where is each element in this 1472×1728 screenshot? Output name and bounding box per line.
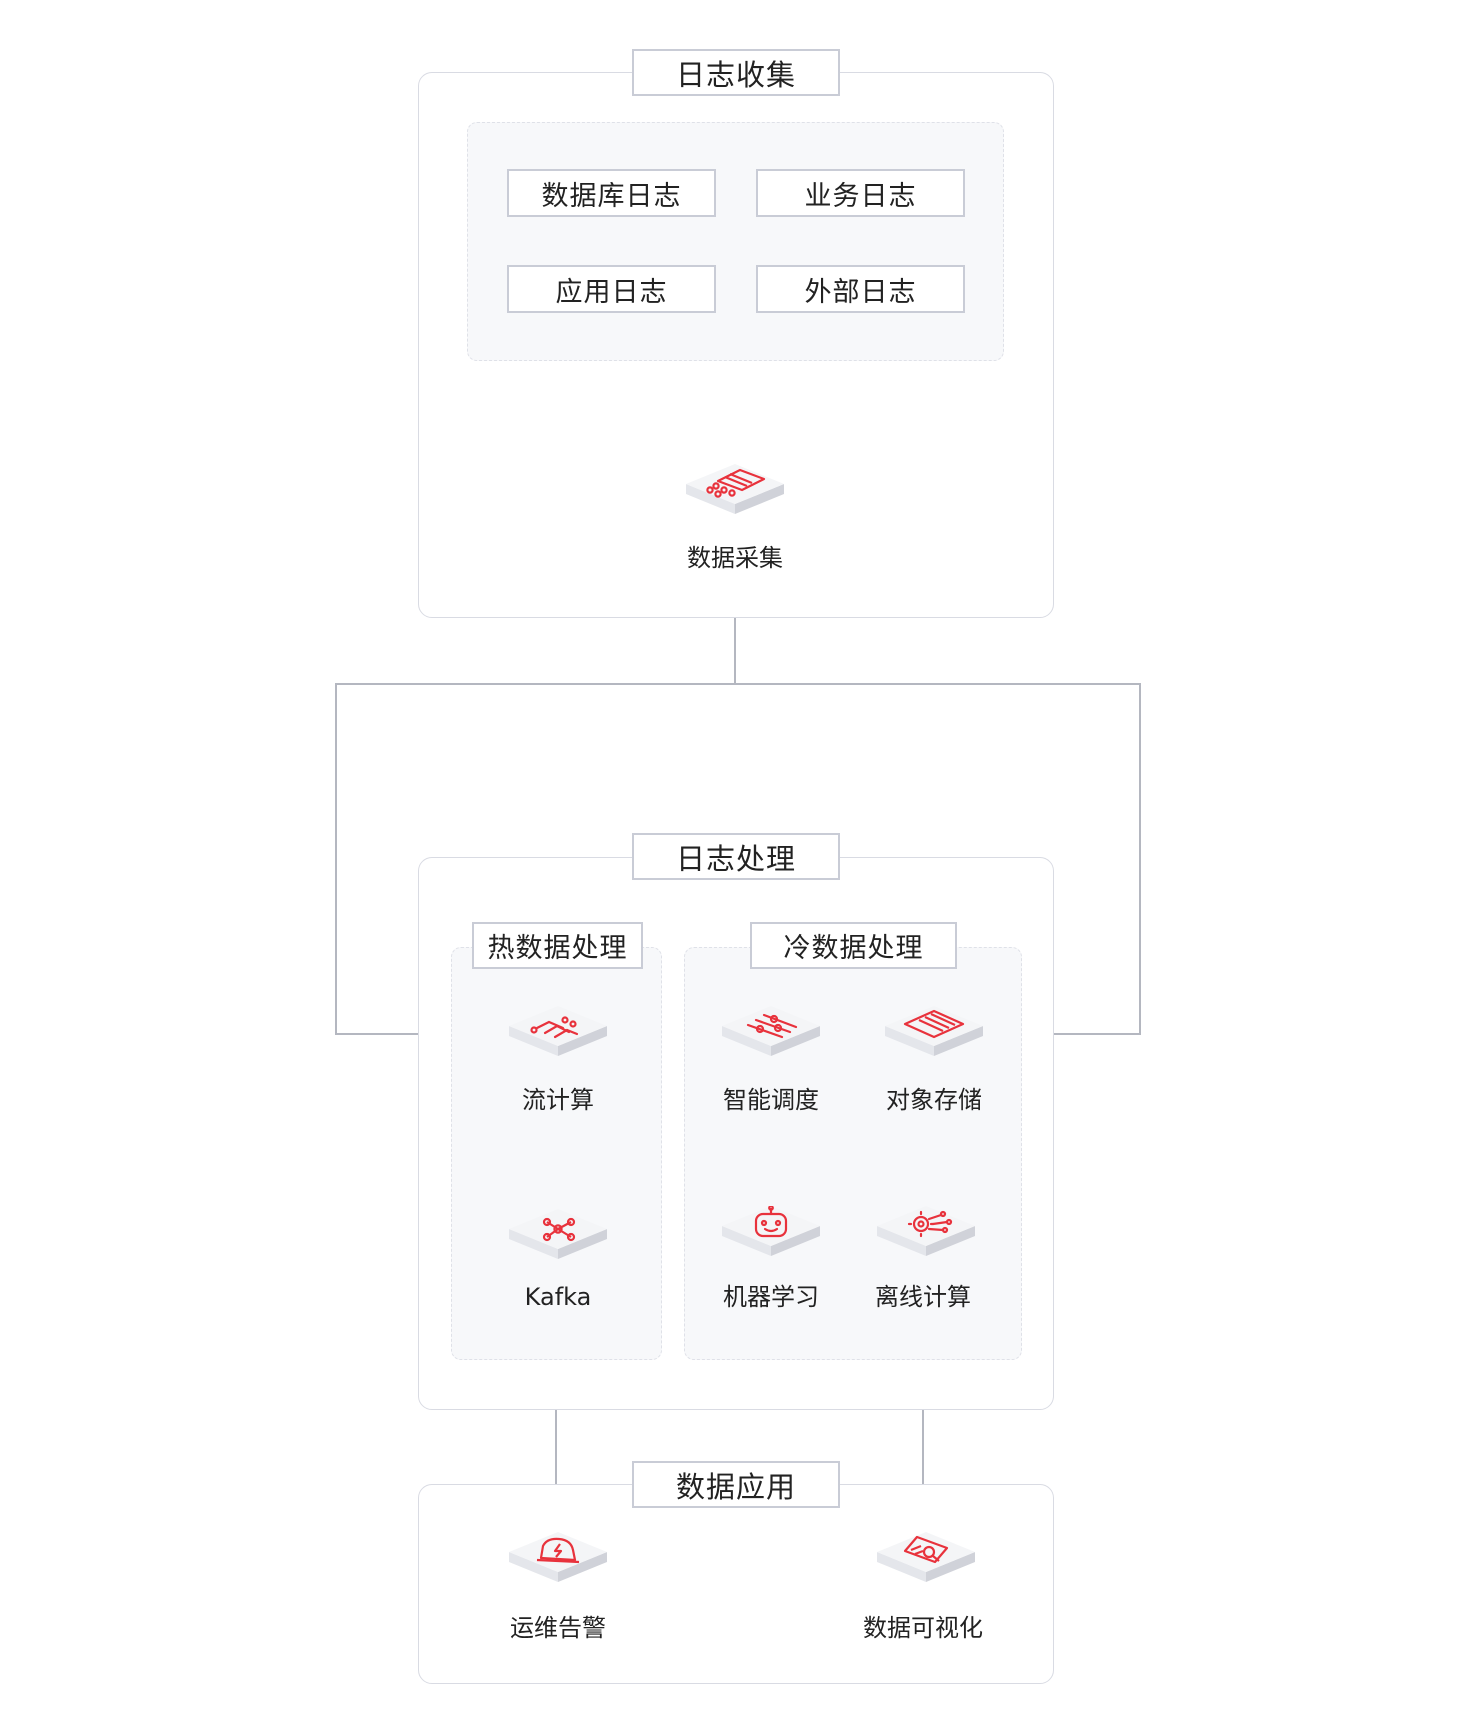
hot-data-title: 热数据处理: [472, 922, 643, 969]
node-label-ml: 机器学习: [723, 1283, 819, 1311]
node-label-kafka: Kafka: [524, 1283, 592, 1311]
data-dashboard-icon[interactable]: [871, 1532, 981, 1598]
source-database-log[interactable]: 数据库日志: [507, 169, 716, 217]
cold-data-group: [684, 947, 1022, 1360]
node-label-stream: 流计算: [522, 1086, 594, 1114]
source-business-log[interactable]: 业务日志: [756, 169, 965, 217]
object-storage-icon[interactable]: [879, 1006, 989, 1072]
collect-title: 日志收集: [632, 49, 840, 96]
slider-controls-icon[interactable]: [716, 1006, 826, 1072]
arrow-to-storage: [735, 683, 1141, 1039]
cold-data-title: 冷数据处理: [750, 922, 957, 969]
node-label-viz: 数据可视化: [863, 1614, 983, 1642]
alarm-bell-icon[interactable]: [503, 1532, 613, 1598]
arrow-to-stream: [335, 683, 735, 1039]
node-label-offline: 离线计算: [875, 1283, 971, 1311]
server-rack-icon[interactable]: [680, 464, 790, 530]
gear-circuit-icon[interactable]: [871, 1206, 981, 1272]
source-external-log[interactable]: 外部日志: [756, 265, 965, 313]
source-application-log[interactable]: 应用日志: [507, 265, 716, 313]
robot-icon[interactable]: [716, 1206, 826, 1272]
kafka-cluster-icon[interactable]: [503, 1209, 613, 1275]
node-label-schedule: 智能调度: [723, 1086, 819, 1114]
process-title: 日志处理: [632, 833, 840, 880]
node-label-collect: 数据采集: [687, 544, 783, 572]
stream-compute-icon[interactable]: [503, 1006, 613, 1072]
node-label-alert: 运维告警: [510, 1614, 606, 1642]
apply-panel: [418, 1484, 1054, 1684]
log-sources-group: [467, 122, 1004, 361]
node-label-storage: 对象存储: [886, 1086, 982, 1114]
apply-title: 数据应用: [632, 1461, 840, 1508]
